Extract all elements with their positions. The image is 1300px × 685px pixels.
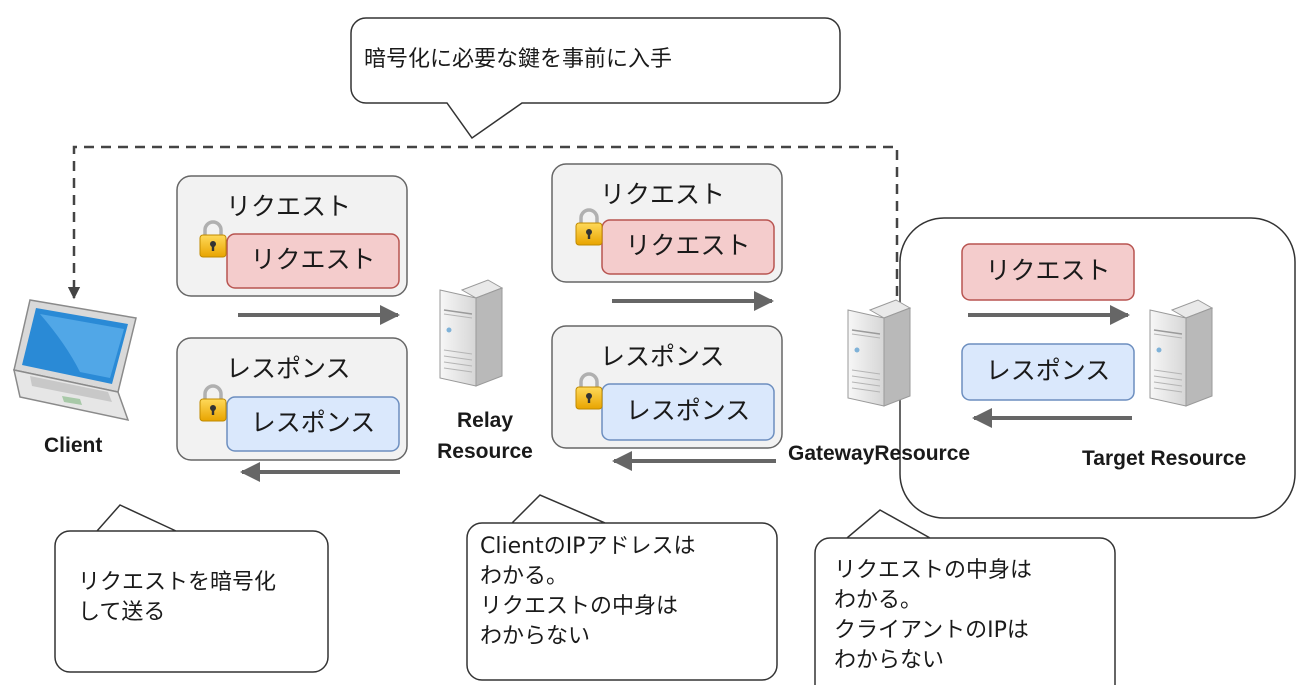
relay-request-inner-box bbox=[601, 219, 775, 275]
client-response-inner-box bbox=[226, 396, 400, 452]
relay-callout-shape bbox=[466, 494, 778, 681]
client-label: Client bbox=[44, 434, 103, 457]
target-resource-label: Target Resource bbox=[1082, 447, 1247, 470]
client-response-inner-label: レスポンス bbox=[250, 408, 376, 437]
client-request-inner-label: リクエスト bbox=[250, 245, 376, 274]
relay-response-inner-label: レスポンス bbox=[625, 396, 751, 425]
gateway-server-icon bbox=[847, 299, 911, 407]
relay-response-inner-box bbox=[601, 383, 775, 441]
gateway-callout-shape bbox=[814, 509, 1116, 685]
target-request-label: リクエスト bbox=[985, 256, 1111, 285]
client-callout-shape bbox=[54, 504, 329, 673]
relay-request-header: リクエスト bbox=[600, 180, 726, 209]
relay-resource-label: Relay Resource bbox=[437, 409, 533, 463]
client-request-header: リクエスト bbox=[226, 192, 352, 221]
relay-request-inner-label: リクエスト bbox=[625, 231, 751, 260]
top-callout-shape bbox=[350, 17, 841, 140]
target-request-box bbox=[961, 243, 1135, 301]
gateway-callout-text: リクエストの中身は わかる。 クライアントのIPは わからない bbox=[834, 558, 1033, 673]
target-response-label: レスポンス bbox=[985, 356, 1111, 385]
relay-response-header: レスポンス bbox=[600, 342, 725, 371]
laptop-icon bbox=[13, 299, 137, 422]
client-callout-text: リクエストを暗号化 して送る bbox=[78, 570, 277, 625]
relay-callout-text: ClientのIPアドレスは わかる。 リクエストの中身は わからない bbox=[480, 534, 696, 649]
gateway-resource-label: GatewayResource bbox=[788, 442, 971, 465]
relay-server-icon bbox=[439, 279, 503, 387]
target-response-box bbox=[961, 343, 1135, 401]
top-callout-text: 暗号化に必要な鍵を事前に入手 bbox=[364, 47, 673, 72]
client-response-header: レスポンス bbox=[226, 354, 351, 383]
key-distribution-line bbox=[67, 145, 899, 300]
client-request-inner-box bbox=[226, 233, 400, 289]
